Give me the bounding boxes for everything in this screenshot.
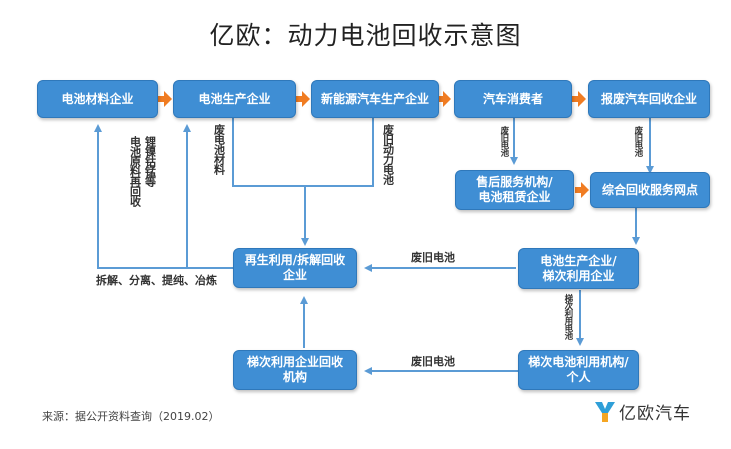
label-echelon-battery: 梯次利用电池 — [562, 294, 573, 339]
node-battery-material: 电池材料企业 — [37, 80, 158, 118]
node-echelon-recycler: 梯次利用企业回收 机构 — [233, 350, 357, 390]
label-process: 拆解、分离、提纯、冶炼 — [96, 274, 217, 287]
label-waste-battery-scrap: 废旧电池 — [632, 126, 643, 156]
connector-producer-to-regen — [232, 118, 305, 187]
page-title: 亿欧：动力电池回收示意图 — [209, 21, 522, 50]
node-nev-producer: 新能源汽车生产企业 — [311, 80, 439, 118]
node-consumer: 汽车消费者 — [454, 80, 572, 118]
label-waste-battery-2: 废旧电池 — [411, 355, 455, 368]
label-waste-battery-consumer: 废旧电池 — [498, 126, 509, 156]
node-regen: 再生利用/拆解回收 企业 — [233, 248, 357, 288]
orange-arrow-5 — [575, 182, 589, 198]
orange-arrow-2 — [296, 91, 310, 107]
node-aftersales: 售后服务机构/ 电池租赁企业 — [455, 170, 574, 210]
label-metals: 锂镍钴锰等 — [143, 136, 157, 186]
brand-logo: 亿欧汽车 — [594, 399, 691, 424]
orange-arrow-3 — [437, 91, 451, 107]
brand-logo-icon — [595, 401, 615, 422]
connector-nev-to-regen — [305, 118, 374, 187]
brand-logo-text: 亿欧汽车 — [619, 404, 691, 424]
orange-arrow-4 — [572, 91, 586, 107]
node-battery-producer: 电池生产企业 — [173, 80, 296, 118]
orange-arrow-1 — [158, 91, 172, 107]
label-waste-power-battery: 废旧动力电池 — [381, 124, 395, 184]
node-service-network: 综合回收服务网点 — [590, 172, 710, 208]
node-echelon-user: 梯次电池利用机构/ 个人 — [518, 350, 639, 390]
label-waste-material: 废电池材料 — [212, 124, 226, 174]
source-note: 来源：据公开资料查询（2019.02） — [42, 410, 220, 423]
node-scrap-recycler: 报废汽车回收企业 — [588, 80, 710, 118]
label-raw-recycle: 电池原料再回收 — [128, 136, 142, 206]
node-echelon-producer: 电池生产企业/ 梯次利用企业 — [518, 248, 639, 289]
label-waste-battery-1: 废旧电池 — [411, 251, 455, 264]
